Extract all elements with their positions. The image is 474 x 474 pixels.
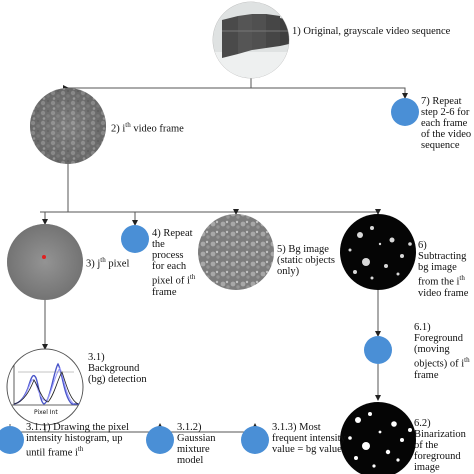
node-binarization: [340, 402, 416, 474]
label-video-frame: 2) ith video frame: [111, 121, 184, 135]
node-bg-detection-histogram: Pixel Int: [6, 348, 84, 426]
node-bg-image: [198, 214, 274, 290]
node-original-sequence: [212, 1, 290, 79]
label-histogram-drawing: 3.1.1) Drawing the pixel intensity histo…: [26, 422, 129, 459]
node-gaussian-mixture: [146, 426, 174, 454]
node-subtraction: [340, 214, 416, 290]
node-repeat-sequence: [391, 98, 419, 126]
label-foreground: 6.1) Foreground (moving objects) of ith …: [414, 322, 470, 381]
label-most-frequent: 3.1.3) Most frequent intensity value = b…: [272, 422, 346, 455]
node-foreground: [364, 336, 392, 364]
label-original-sequence: 1) Original, grayscale video sequence: [292, 26, 451, 37]
stacked-frames-icon: [222, 14, 289, 58]
label-jth-pixel: 3) jth pixel: [86, 256, 130, 270]
node-jth-pixel: [7, 224, 83, 300]
label-repeat-pixel: 4) Repeat the process for each pixel of …: [152, 228, 196, 298]
histogram-axis-label: Pixel Int: [34, 409, 58, 416]
label-subtraction: 6) Subtracting bg image from the ith vid…: [418, 240, 469, 299]
node-video-frame: [30, 88, 106, 164]
label-bg-detection: 3.1) Background (bg) detection: [88, 352, 147, 385]
selected-pixel-marker: [42, 255, 46, 259]
label-bg-image: 5) Bg image (static objects only): [277, 244, 336, 277]
node-histogram-drawing: [0, 426, 24, 454]
label-binarization: 6.2) Binarization of the foreground imag…: [414, 418, 466, 473]
label-gaussian-mixture: 3.1.2) Gaussian mixture model: [177, 422, 216, 466]
node-most-frequent: [241, 426, 269, 454]
node-repeat-pixel: [121, 225, 149, 253]
label-repeat-sequence: 7) Repeat step 2-6 for each frame of the…: [421, 96, 472, 151]
